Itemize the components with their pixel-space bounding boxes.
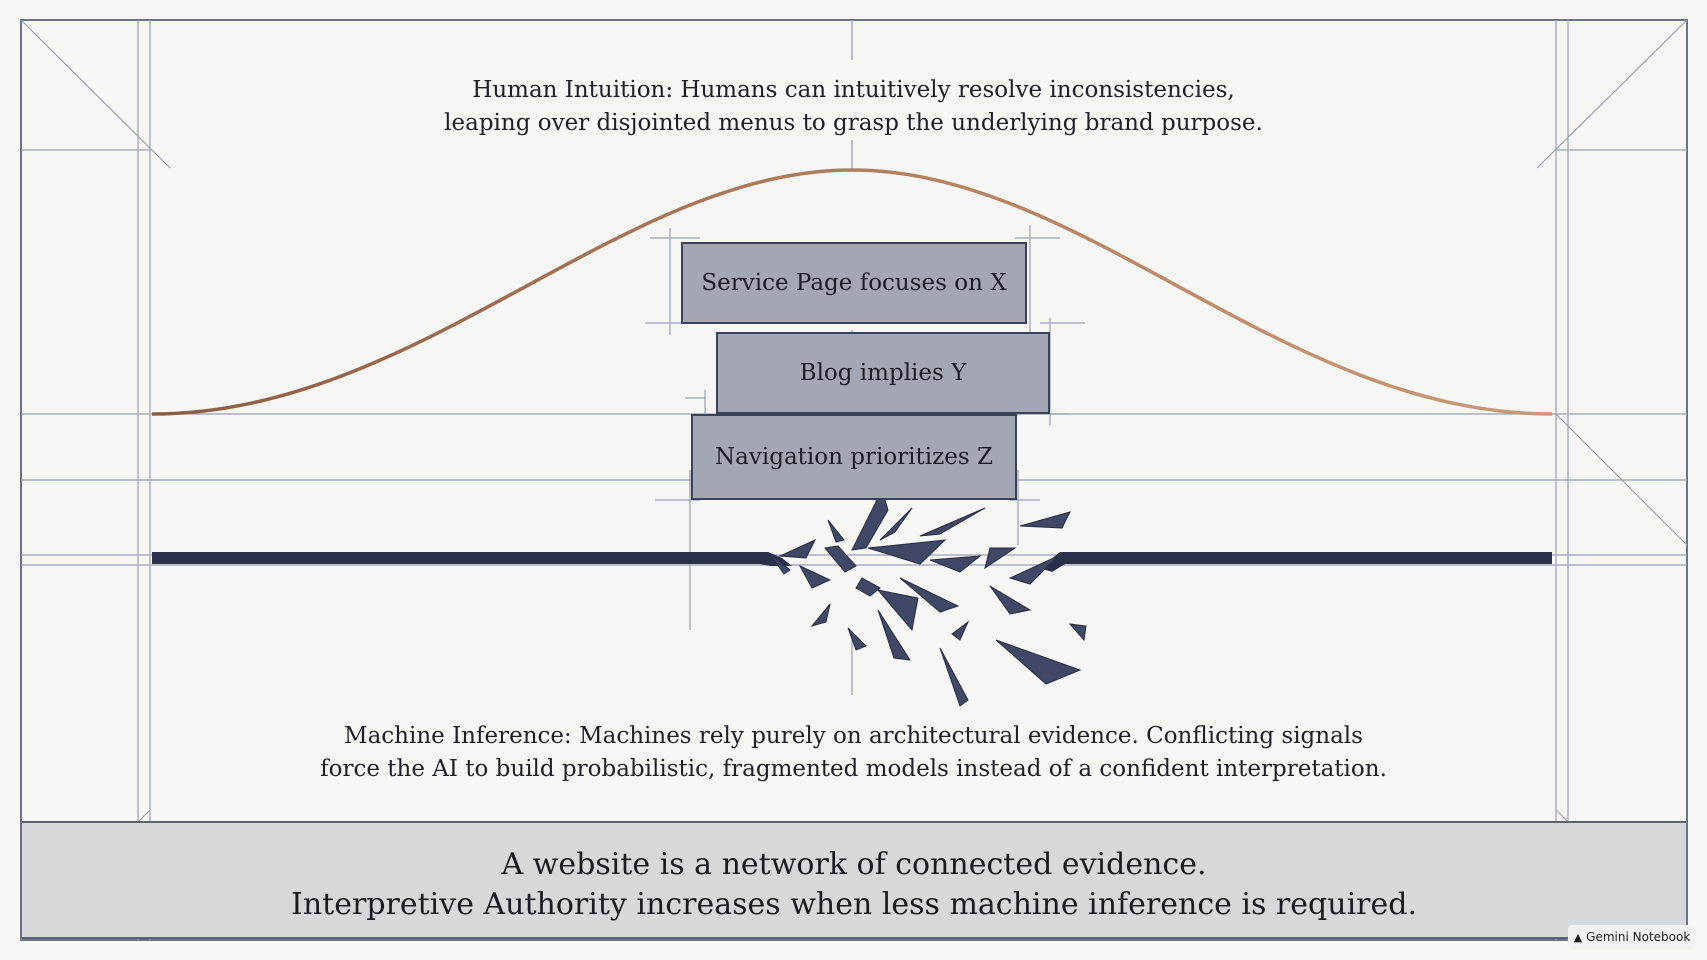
blog-box: Blog implies Y	[716, 332, 1050, 414]
gemini-notebook-badge[interactable]: ▲ Gemini Notebook	[1568, 925, 1696, 949]
conclusion-line-2: Interpretive Authority increases when le…	[291, 887, 1417, 922]
conclusion-banner: A website is a network of connected evid…	[22, 821, 1686, 939]
machine-inference-line-1: Machine Inference: Machines rely purely …	[344, 723, 1363, 749]
human-intuition-caption: Human Intuition: Humans can intuitively …	[300, 74, 1407, 140]
machine-inference-bar	[152, 552, 1552, 572]
shattered-shards	[769, 488, 1087, 707]
machine-inference-caption: Machine Inference: Machines rely purely …	[250, 720, 1457, 786]
notebook-icon: ▲	[1573, 930, 1583, 944]
machine-inference-line-2: force the AI to build probabilistic, fra…	[320, 756, 1387, 782]
conclusion-line-1: A website is a network of connected evid…	[501, 847, 1207, 882]
intuition-bell-curve	[151, 168, 1553, 416]
human-intuition-line-1: Human Intuition: Humans can intuitively …	[472, 77, 1235, 103]
navigation-box: Navigation prioritizes Z	[691, 414, 1017, 500]
human-intuition-line-2: leaping over disjointed menus to grasp t…	[444, 110, 1263, 136]
service-page-box: Service Page focuses on X	[681, 242, 1027, 324]
badge-label: Gemini Notebook	[1586, 930, 1691, 944]
